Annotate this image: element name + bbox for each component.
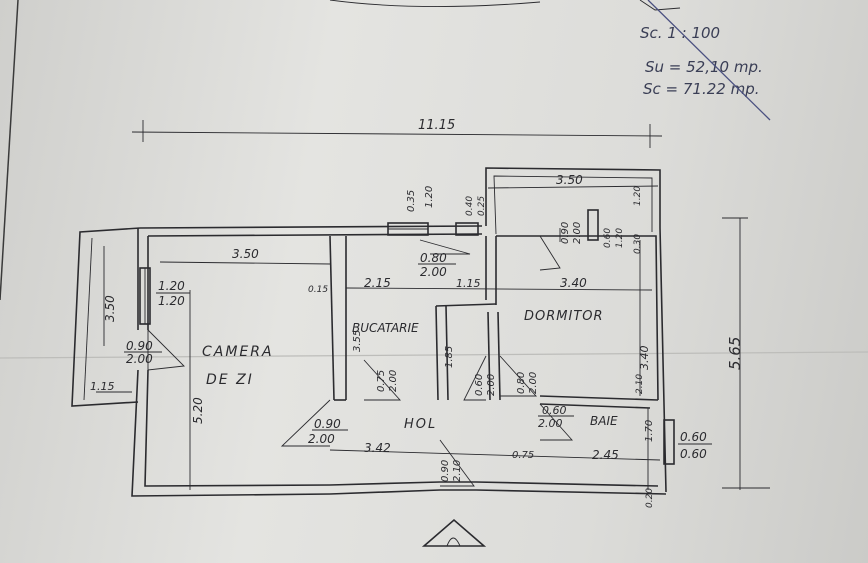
dim-015: 0.15	[308, 285, 328, 295]
room-baie-label: BAIE	[590, 414, 618, 428]
door-hol2-h: 2.00	[486, 374, 497, 396]
door-camera-h: 2.00	[126, 352, 153, 366]
entrance-mark	[421, 518, 487, 547]
room-dormitor-label: DORMITOR	[524, 309, 604, 324]
dim-075: 0.75	[512, 450, 534, 461]
door-bucatarie	[363, 359, 402, 401]
door-hol-h: 2.00	[308, 432, 335, 446]
door-dorm-w: 0.80	[516, 372, 527, 394]
scale-label: Sc. 1 : 100	[640, 24, 720, 42]
dim-025: 0.25	[477, 196, 487, 216]
dim-170: 1.70	[644, 420, 655, 442]
dim-115: 1.15	[456, 277, 481, 290]
win-baie-w: 0.60	[680, 430, 707, 444]
dim-overall-line	[131, 131, 663, 137]
sheet-border	[0, 0, 19, 301]
door-hol-camera	[280, 399, 331, 447]
win-dorm-h: 2.00	[572, 222, 583, 244]
room-camera-label-1: CAMERA	[202, 344, 274, 360]
door-entry	[439, 439, 475, 487]
window-baie	[663, 419, 675, 465]
win-camera-w: 1.20	[158, 279, 185, 293]
door-camera-w: 0.90	[126, 339, 153, 353]
door-dormitor	[499, 355, 538, 397]
paper-fold	[0, 351, 868, 359]
door-baie-h: 2.00	[538, 417, 563, 430]
door-dorm-h: 2.00	[528, 372, 539, 394]
scale-strike	[647, 0, 771, 121]
dim-030: 0.30	[633, 234, 643, 254]
dim-210: 2.10	[635, 374, 645, 394]
room-camera-label-2: DE ZI	[206, 372, 254, 388]
door-buc2-w: 0.75	[376, 370, 387, 392]
useful-area: Su = 52,10 mp.	[645, 58, 763, 76]
wall-camera-bucatarie	[329, 235, 335, 401]
dim-340: 3.40	[560, 276, 587, 290]
camera-outer-wall	[131, 369, 331, 497]
title-stamp	[329, 0, 541, 7]
door-baie-w: 0.60	[542, 404, 567, 417]
dim-040: 0.40	[465, 196, 475, 216]
door-bucatarie-top	[419, 239, 471, 255]
window-bucatarie-small	[455, 222, 479, 236]
win-dorm2-w: 0.60	[603, 228, 613, 248]
win-camera-h: 1.20	[158, 294, 185, 308]
dim-120-top: 1.20	[633, 186, 643, 206]
door-dormitor-window	[539, 235, 561, 271]
door-buc2-h: 2.00	[388, 370, 399, 392]
dim-215: 2.15	[364, 276, 391, 290]
dormitor-outer-wall	[485, 167, 667, 493]
wall-bucatarie-hol	[435, 305, 439, 401]
room-bucatarie-label: BUCATARIE	[352, 321, 419, 335]
door-buc-h: 2.00	[420, 265, 447, 279]
dim-342: 3.42	[364, 441, 391, 455]
door-entry-h: 2.10	[452, 460, 463, 482]
dim-355: 3.55	[352, 330, 363, 352]
dim-350-camera: 3.50	[232, 247, 259, 261]
window-dormitor	[587, 209, 599, 241]
win-dorm-w: 0.90	[560, 222, 571, 244]
dim-350-balcony: 3.50	[103, 295, 117, 322]
dim-340-vert: 3.40	[638, 346, 651, 371]
dim-350-top: 3.50	[556, 173, 583, 187]
door-hol-mid	[463, 355, 487, 401]
hol-dim-line	[329, 449, 661, 461]
dim-overall: 11.15	[418, 118, 455, 133]
dim-035: 0.35	[406, 190, 417, 212]
door-entry-w: 0.90	[440, 460, 451, 482]
dim-520: 5.20	[191, 397, 205, 424]
dim-115-left: 1.15	[90, 380, 115, 393]
room-hol-label: HOL	[404, 417, 437, 432]
door-camera	[147, 328, 185, 371]
door-buc-w: 0.80	[420, 251, 447, 265]
dim-120-win: 1.20	[424, 186, 435, 208]
win-baie-h: 0.60	[680, 447, 707, 461]
win-dorm2-h: 1.20	[615, 228, 625, 248]
wall-dormitor-baie	[539, 395, 659, 401]
balcony-wall	[71, 227, 141, 407]
dim-185: 1.85	[444, 346, 455, 368]
door-hol2-w: 0.60	[474, 374, 485, 396]
door-hol-w: 0.90	[314, 417, 341, 431]
dim-020: 0.20	[645, 488, 655, 508]
stamp-mark	[639, 0, 681, 11]
dim-245: 2.45	[592, 448, 619, 462]
dim-565: 5.65	[726, 337, 744, 370]
built-area: Sc = 71.22 mp.	[643, 80, 759, 98]
